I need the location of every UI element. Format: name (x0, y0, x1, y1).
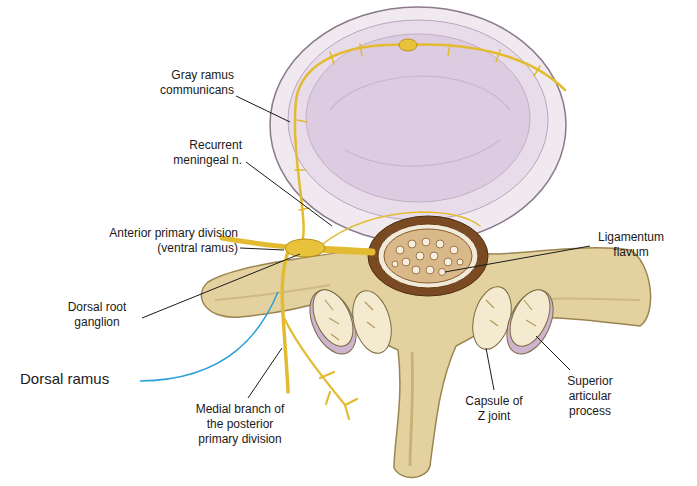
part-label: Dorsal root ganglion (52, 300, 142, 330)
part-label: Capsule of Z joint (460, 394, 528, 424)
part-label: Medial branch of the posterior primary d… (188, 402, 292, 447)
part-label: Ligamentum flavum (592, 230, 670, 260)
part-label: Superior articular process (553, 374, 627, 419)
intervertebral-disc (270, 7, 566, 243)
part-label: Recurrent meningeal n. (148, 138, 242, 168)
part-label: Anterior primary division (ventral ramus… (94, 226, 238, 256)
dorsal-root-ganglion (285, 239, 325, 257)
bone-shading (410, 352, 413, 466)
leader-line (140, 292, 278, 381)
spinal-canal (368, 216, 488, 296)
part-label: Gray ramus communicans (148, 68, 234, 98)
callout-label: Dorsal ramus (20, 371, 138, 386)
sympathetic-ganglion (399, 39, 417, 51)
nerves (222, 44, 565, 419)
